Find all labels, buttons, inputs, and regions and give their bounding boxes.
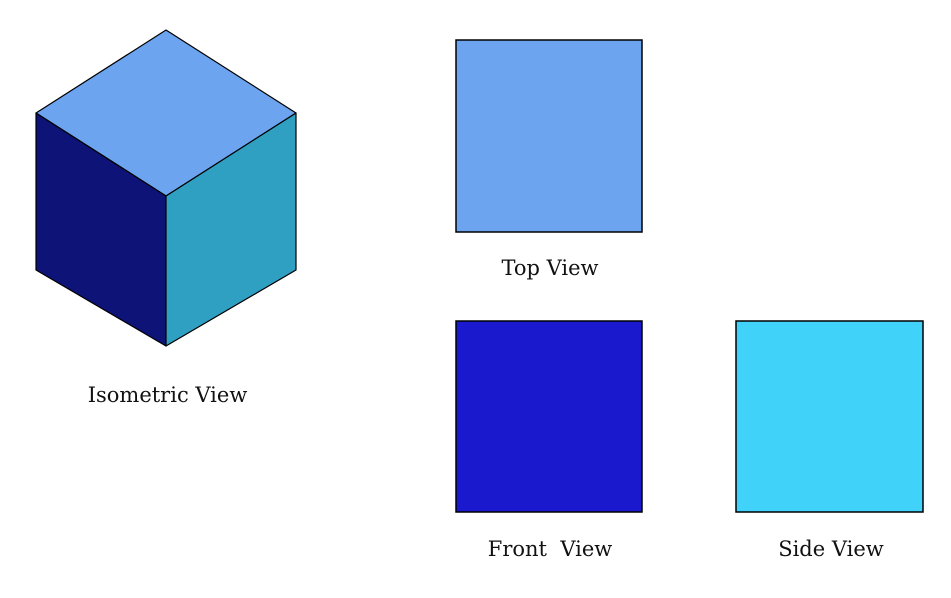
isometric-cube	[35, 29, 297, 347]
front-view-square	[455, 320, 643, 513]
isometric-view-label: Isometric View	[87, 383, 248, 407]
top-view-square	[455, 39, 643, 233]
front-view-label: Front View	[487, 537, 613, 561]
side-view-label: Side View	[778, 537, 884, 561]
side-view-square	[735, 320, 924, 513]
cube-right-face	[165, 112, 297, 347]
top-view-label: Top View	[501, 256, 599, 280]
